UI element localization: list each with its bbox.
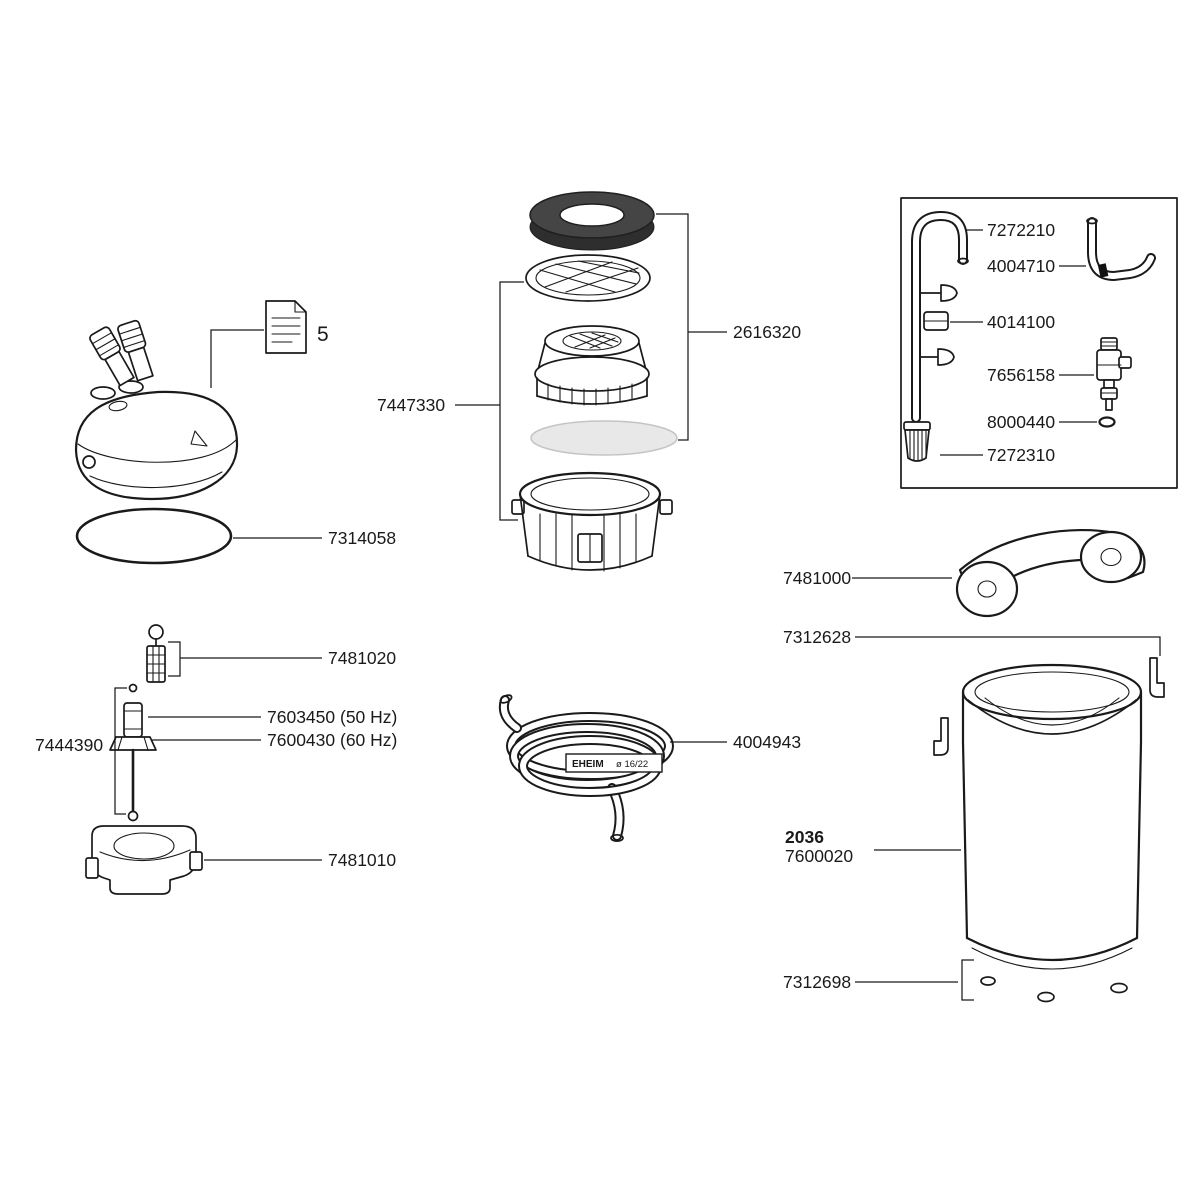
hose-tap-right [117, 319, 154, 382]
part-label-installation-set: 4014100 [987, 312, 1055, 332]
part-label-filter-baskets: 7447330 [377, 395, 445, 415]
part-label-tap: 7656158 [987, 365, 1055, 385]
media-stack: 2616320 7447330 [377, 191, 801, 572]
base-feet: 7312698 [783, 959, 1128, 1003]
part-label-media-set: 2616320 [733, 322, 801, 342]
intake-pipe [911, 210, 969, 423]
hose-brand-text: EHEIM [572, 759, 604, 770]
pump-cover: 7481010 [85, 825, 396, 895]
hose-coil: EHEIM ø 16/22 4004943 [498, 694, 801, 843]
outlet-elbow [1086, 217, 1156, 282]
part-label-impeller-set: 7481020 [328, 648, 396, 668]
canister-clips: 7312628 [783, 627, 1165, 756]
strainer [903, 421, 931, 462]
canister-body: 2036 7600020 [785, 663, 1143, 970]
hose-label-band: EHEIM ø 16/22 [565, 753, 663, 773]
part-label-intake-pipe: 7272210 [987, 220, 1055, 240]
accessories-box: 7272210 4004710 4014100 7656158 8000440 … [900, 197, 1178, 489]
tap-valve [1096, 337, 1132, 411]
small-oring [1098, 416, 1116, 428]
impeller-and-shaft: 7603450 (50 Hz) 7600430 (60 Hz) 7444390 [35, 683, 397, 822]
impeller-set: 7481020 [146, 624, 396, 683]
foam-ring [529, 191, 655, 251]
mesh-basket [534, 325, 650, 406]
part-label-impeller-50hz: 7603450 (50 Hz) [267, 707, 397, 727]
note-number: 5 [317, 323, 329, 346]
hose-size-text: ø 16/22 [616, 759, 648, 770]
part-label-head-oring: 7314058 [328, 528, 396, 548]
part-label-base-feet: 7312698 [783, 972, 851, 992]
hose-tap-left [89, 326, 135, 387]
part-label-hose: 4004943 [733, 732, 801, 752]
lattice-ring [525, 254, 651, 302]
head-oring: 7314058 [75, 507, 396, 565]
part-label-canister: 7600020 [785, 846, 853, 866]
part-label-handle: 7481000 [783, 568, 851, 588]
part-label-small-oring: 8000440 [987, 412, 1055, 432]
part-label-shaft-set: 7444390 [35, 735, 103, 755]
bottom-basket [511, 471, 673, 572]
carry-handle: 7481000 [783, 528, 1146, 618]
model-number: 2036 [785, 827, 824, 847]
part-label-outlet-elbow: 4004710 [987, 256, 1055, 276]
part-label-clips: 7312628 [783, 627, 851, 647]
filter-head [74, 319, 239, 501]
document-icon [265, 300, 307, 354]
filter-pad [530, 420, 678, 456]
part-label-strainer: 7272310 [987, 445, 1055, 465]
manual-note: 5 [210, 300, 329, 388]
part-label-impeller-60hz: 7600430 (60 Hz) [267, 730, 397, 750]
part-label-pump-cover: 7481010 [328, 850, 396, 870]
